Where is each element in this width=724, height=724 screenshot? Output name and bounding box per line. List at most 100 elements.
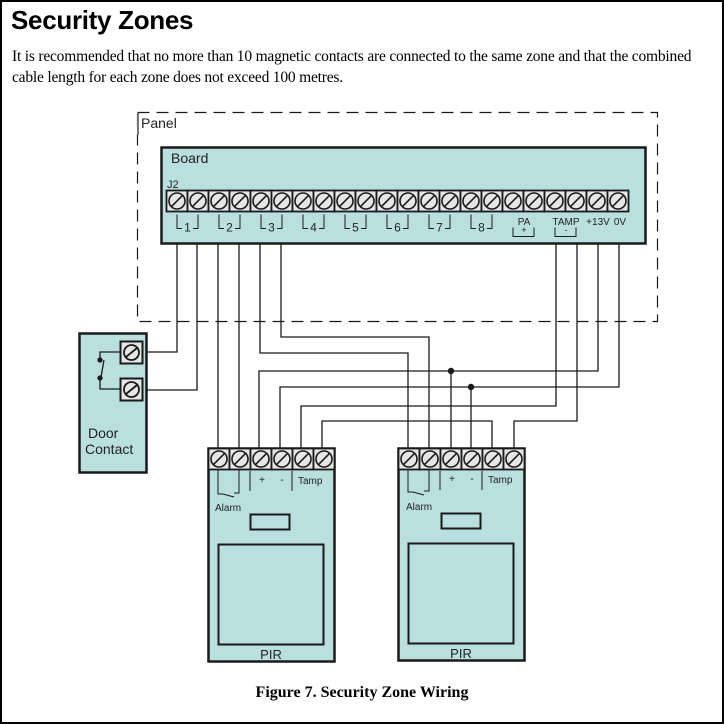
zone-6-label: 6 — [394, 221, 401, 235]
zone-7-label: 7 — [436, 221, 443, 235]
screw-icon — [168, 192, 186, 210]
tamp-sign: - — [565, 225, 568, 235]
wire-tamp-1 — [300, 244, 557, 448]
door-contact-label-line2: Contact — [85, 441, 133, 457]
pir-1-minus-label: - — [280, 475, 283, 486]
screw-icon — [441, 192, 459, 210]
zone-4-bracket: 4 — [302, 214, 325, 235]
pa-label: PA — [518, 217, 531, 228]
pa-bracket — [512, 227, 535, 237]
screw-icon — [336, 192, 354, 210]
screw-icon — [252, 450, 270, 468]
wire-tamp-2 — [513, 244, 578, 448]
screw-icon — [463, 450, 481, 468]
relay-contact-icon — [217, 470, 293, 498]
screw-icon — [421, 450, 439, 468]
zone-1-bracket: 1 — [176, 214, 199, 235]
pir-2-plus-label: + — [449, 474, 455, 485]
screw-icon — [294, 192, 312, 210]
board-label: Board — [171, 150, 208, 166]
screw-icon — [123, 344, 140, 361]
screw-icon — [378, 192, 396, 210]
screw-icon — [273, 450, 291, 468]
wires — [147, 244, 620, 448]
panel-enclosure — [136, 111, 659, 323]
door-contact-label-line1: Door — [88, 425, 119, 441]
reed-switch-icon — [97, 351, 120, 390]
connector-j2-label: J2 — [167, 179, 179, 191]
zone-8-label: 8 — [478, 221, 485, 235]
zone-2-label: 2 — [226, 221, 233, 235]
screw-icon — [315, 192, 333, 210]
screw-icon — [462, 192, 480, 210]
screw-icon — [399, 192, 417, 210]
wire-tamp-link — [321, 420, 493, 448]
zone-1-label: 1 — [184, 221, 191, 235]
zone-3-bracket: 3 — [260, 214, 283, 235]
page-title: Security Zones — [11, 5, 194, 35]
panel-label: Panel — [141, 115, 177, 131]
screw-icon — [357, 192, 375, 210]
screw-icon — [484, 450, 502, 468]
pir-2-minus-label: - — [470, 474, 473, 485]
wire-zone1-a — [147, 244, 178, 353]
door-contact: Door Contact — [78, 332, 148, 474]
pir-1-alarm-label: Alarm — [215, 503, 241, 514]
pir-1-led-window — [249, 513, 291, 531]
screw-icon — [123, 381, 140, 398]
pir-2-alarm-label: Alarm — [406, 502, 432, 513]
pir-2-label: PIR — [450, 646, 472, 661]
zone-2-bracket: 2 — [218, 214, 241, 235]
screw-icon — [315, 450, 333, 468]
screw-icon — [420, 192, 438, 210]
screw-icon — [189, 192, 207, 210]
screw-icon — [252, 192, 270, 210]
screw-icon — [588, 192, 606, 210]
tamp-label: TAMP — [552, 217, 579, 228]
intro-paragraph: It is recommended that no more than 10 m… — [12, 48, 692, 86]
screw-icon — [525, 192, 543, 210]
screw-icon — [210, 450, 228, 468]
wire-zone3-b — [280, 244, 430, 448]
screw-icon — [609, 192, 627, 210]
screw-icon — [567, 192, 585, 210]
screw-icon — [483, 192, 501, 210]
zone-4-label: 4 — [310, 221, 317, 235]
v13-label: +13V — [586, 217, 610, 228]
board-terminal-strip — [165, 189, 630, 213]
board-terminal-labels: PA + TAMP - +13V 0V 1 2 3 4 5 6 7 8 — [176, 214, 627, 237]
zone-8-bracket: 8 — [470, 214, 493, 235]
relay-contact-icon — [407, 470, 483, 496]
zone-6-bracket: 6 — [386, 214, 409, 235]
pir-1-terminal-strip — [207, 447, 336, 471]
zone-5-label: 5 — [352, 221, 359, 235]
junction-dot-0v — [467, 383, 475, 391]
pir-1-label: PIR — [260, 647, 282, 662]
screw-icon — [231, 450, 249, 468]
pir-1-lens — [217, 543, 325, 646]
pir-2-tamp-label: Tamp — [488, 475, 513, 486]
zone-3-label: 3 — [268, 221, 275, 235]
screw-icon — [505, 450, 523, 468]
v0-label: 0V — [614, 217, 627, 228]
pir-2-lens — [407, 542, 515, 645]
screw-icon — [546, 192, 564, 210]
zone-5-bracket: 5 — [344, 214, 367, 235]
screw-icon — [231, 192, 249, 210]
junction-dot-13v — [447, 367, 455, 375]
screw-icon — [400, 450, 418, 468]
wire-13v — [258, 244, 599, 448]
pir-1-plus-label: + — [259, 475, 265, 486]
wire-zone1-b — [147, 244, 198, 391]
figure-caption: Figure 7. Security Zone Wiring — [255, 684, 469, 701]
screw-icon — [442, 450, 460, 468]
tamp-bracket — [554, 227, 577, 237]
pir-2-led-window — [440, 512, 482, 530]
wire-0v — [279, 244, 620, 448]
pir-1: Alarm + - Tamp PIR — [207, 447, 336, 663]
pa-sign: + — [521, 225, 526, 235]
wire-zone3-a — [259, 244, 409, 448]
zone-7-bracket: 7 — [428, 214, 451, 235]
